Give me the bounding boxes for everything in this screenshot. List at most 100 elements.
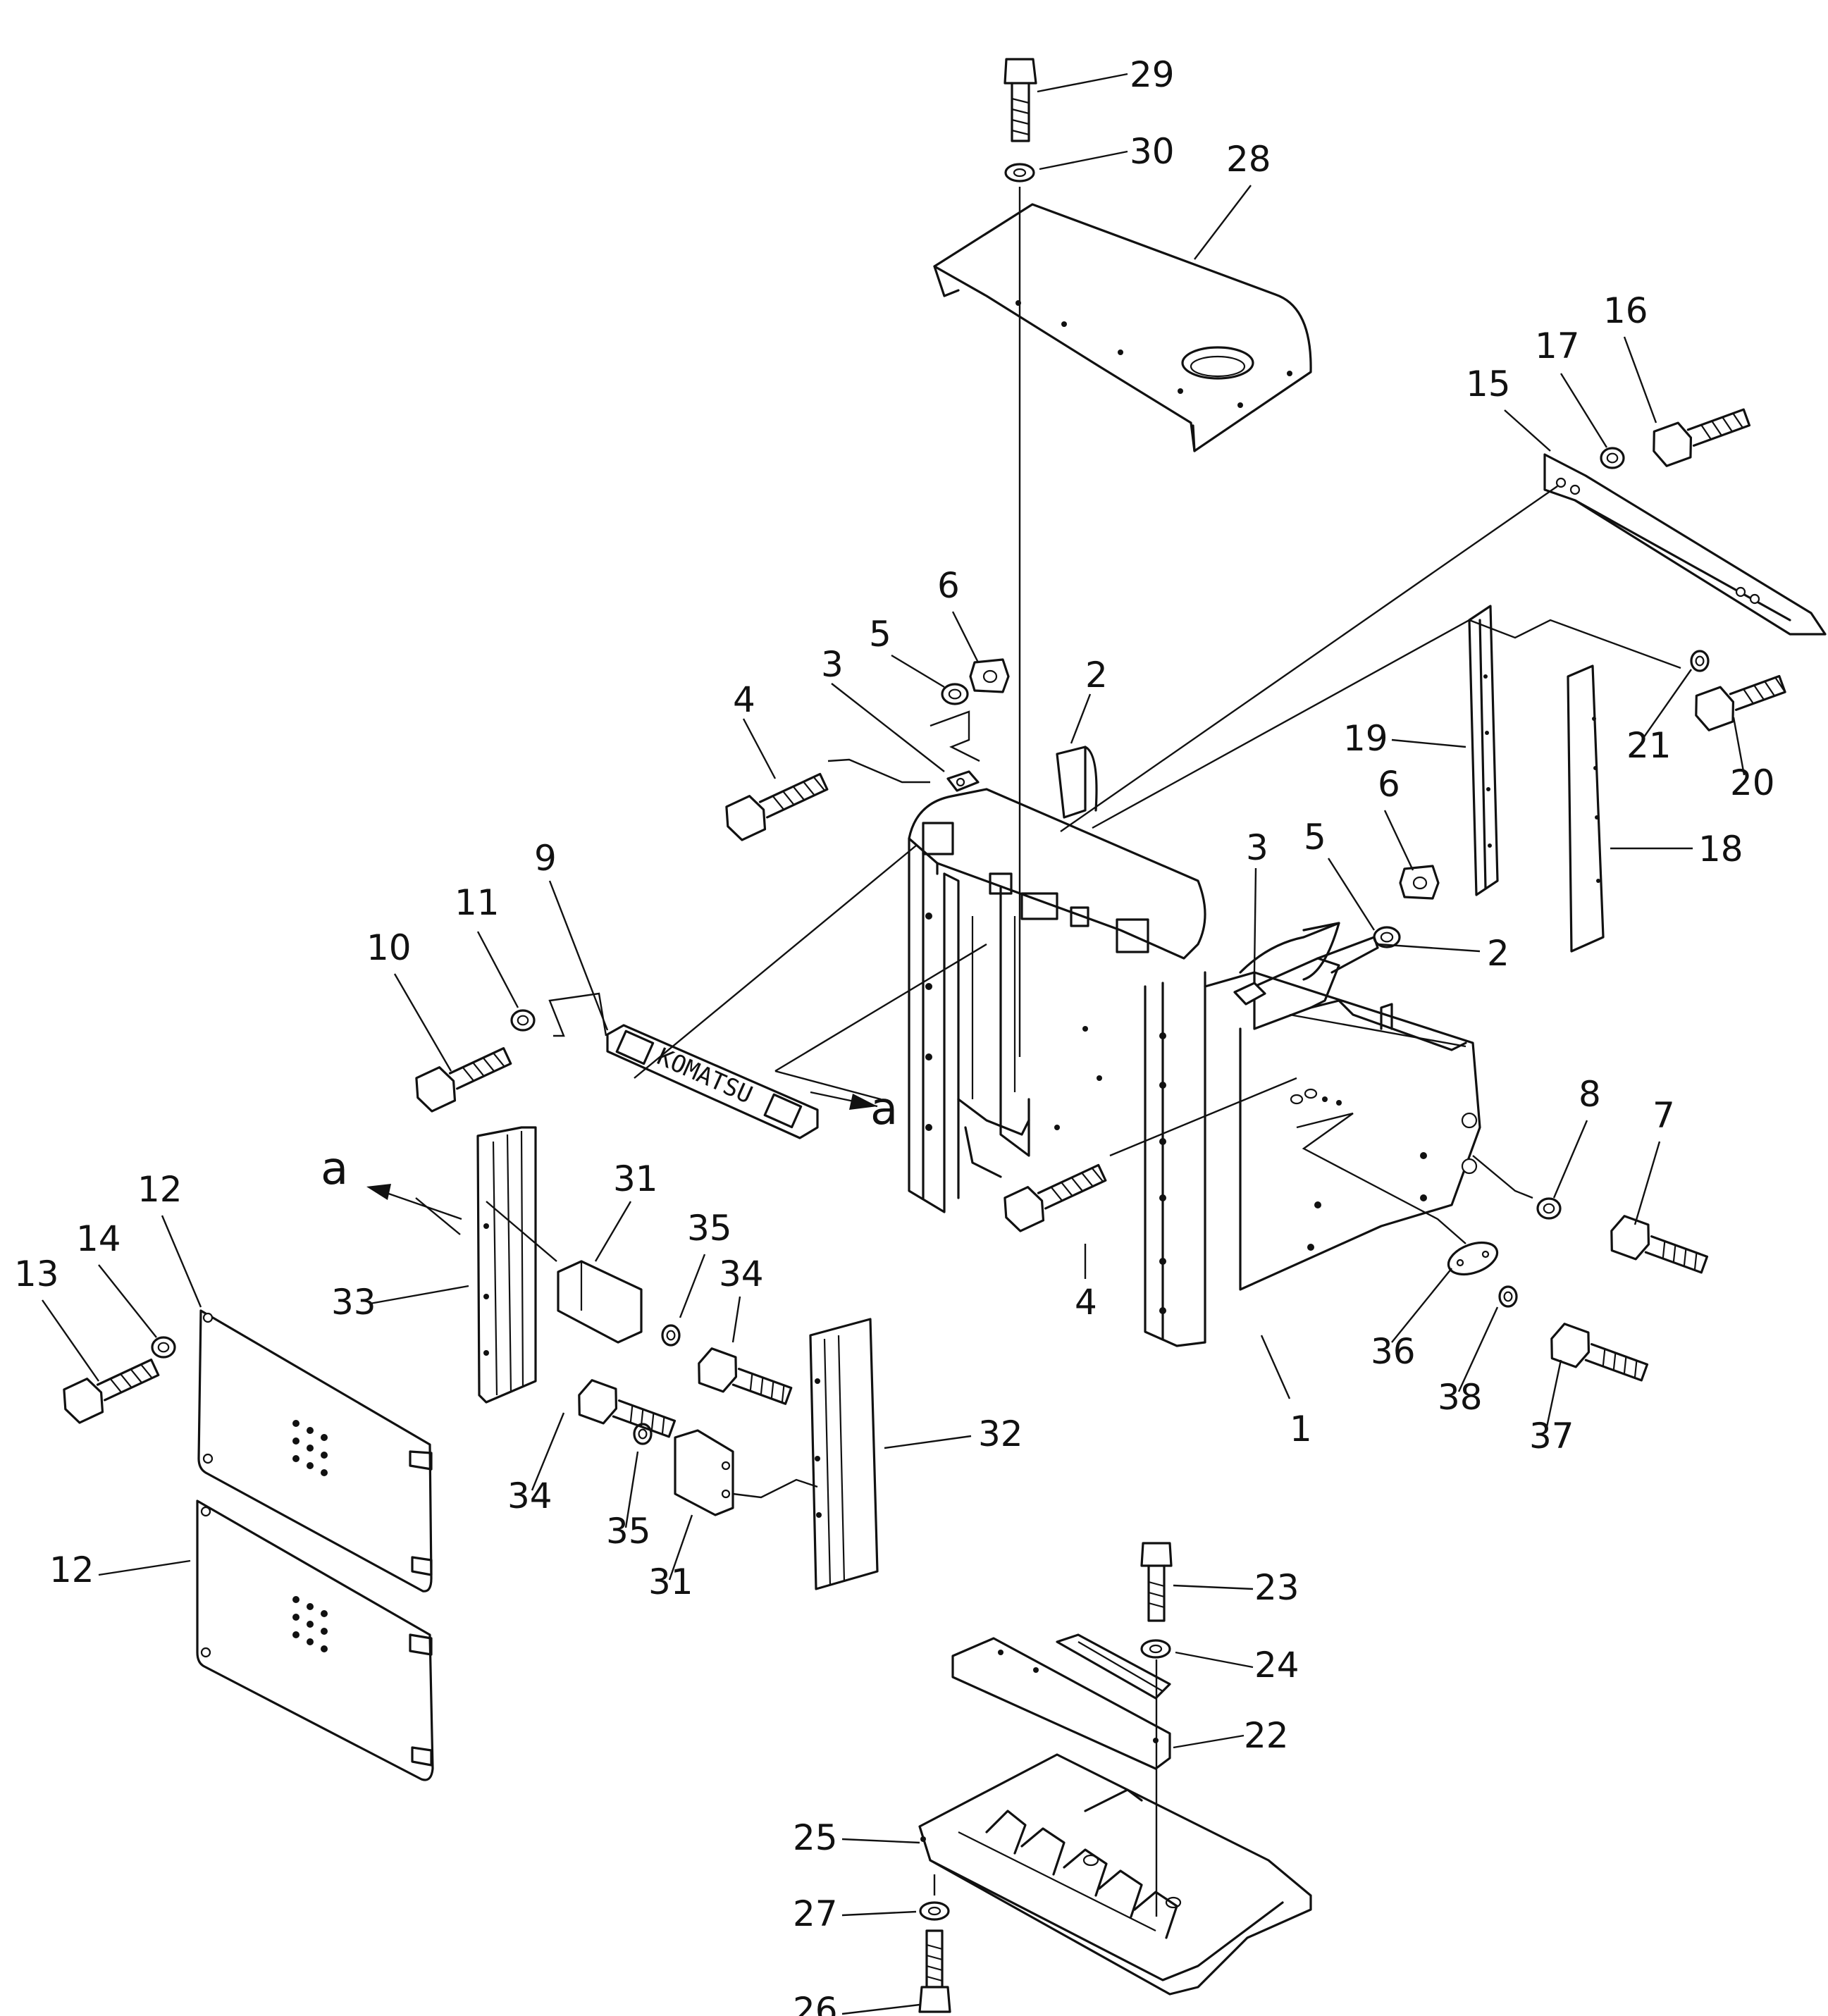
washer <box>1498 1285 1518 1308</box>
callout-number: 31 <box>648 1562 693 1602</box>
washer <box>661 1324 681 1347</box>
cover-plate <box>1447 1241 1499 1276</box>
callout-number: 16 <box>1603 290 1648 331</box>
callout-number: 35 <box>606 1511 651 1552</box>
washer <box>941 683 969 705</box>
block-3-lower <box>1233 982 1266 1006</box>
view-marker: a <box>870 1083 898 1135</box>
callout-number: 13 <box>14 1254 59 1294</box>
callout-leader <box>1037 73 1128 93</box>
callout-number: 5 <box>1304 817 1326 858</box>
callout-leader <box>98 1264 157 1338</box>
callout-leader <box>1634 1141 1661 1225</box>
callout-number: 38 <box>1438 1377 1483 1418</box>
callout-number: 5 <box>869 614 891 655</box>
callout-leader <box>531 1412 565 1491</box>
callout-number: 32 <box>978 1414 1023 1454</box>
callout-number: 30 <box>1130 131 1175 172</box>
access-panel-lower <box>196 1499 434 1781</box>
callout-leader <box>841 1838 920 1844</box>
callout-leader <box>1391 1268 1452 1343</box>
washer <box>1373 926 1401 948</box>
hex-bolt <box>1653 408 1751 467</box>
callout-leader <box>98 1559 191 1576</box>
assembly-lines <box>415 486 1681 1499</box>
washer <box>1536 1197 1562 1220</box>
callout-number: 14 <box>76 1218 121 1259</box>
bolt-29 <box>1003 58 1037 142</box>
vent-dots-upper <box>292 1420 328 1476</box>
callout-leader <box>831 683 945 772</box>
rail-15 <box>1543 453 1827 636</box>
strip-32 <box>809 1318 879 1590</box>
callout-number: 2 <box>1085 655 1108 695</box>
callout-leader <box>369 1285 469 1305</box>
callout-number: 34 <box>719 1254 764 1294</box>
washer <box>1600 447 1625 469</box>
bracket-31-lower <box>674 1429 734 1516</box>
callout-leader <box>1504 409 1551 452</box>
callout-leader <box>891 654 945 688</box>
callout-number: 34 <box>507 1476 552 1516</box>
callout-number: 4 <box>1075 1282 1097 1323</box>
callout-leader <box>1173 1584 1254 1590</box>
callout-leader <box>1623 336 1657 423</box>
base-tray-25 <box>918 1753 1312 1996</box>
callout-number: 12 <box>137 1169 183 1210</box>
callout-number: 6 <box>937 565 960 606</box>
bolt-23 <box>1140 1542 1173 1622</box>
name-plate: KOMATSU <box>606 1024 819 1139</box>
callout-number: 20 <box>1730 762 1775 803</box>
callout-number: 21 <box>1626 725 1672 766</box>
callout-leader <box>548 880 609 1031</box>
callout-number: 17 <box>1535 326 1580 366</box>
callout-number: 4 <box>733 679 755 720</box>
callout-leader <box>742 718 777 779</box>
callout-number: 11 <box>455 882 500 923</box>
washer <box>633 1423 653 1445</box>
callout-number: 10 <box>366 927 412 968</box>
washer-27 <box>919 1901 950 1921</box>
callout-number: 9 <box>534 838 557 879</box>
block-3-upper <box>946 770 980 792</box>
callout-number: 36 <box>1371 1331 1416 1372</box>
callout-leader <box>1253 867 1257 973</box>
callout-leader <box>1641 669 1692 741</box>
callout-leader <box>731 1296 741 1343</box>
washer <box>1690 650 1710 672</box>
callout-number: 12 <box>49 1550 94 1590</box>
callout-leader <box>1327 858 1376 931</box>
view-arrows: a a <box>321 1083 898 1220</box>
callout-leader <box>476 931 519 1008</box>
strip-19 <box>1468 605 1499 896</box>
callout-leader <box>1039 150 1128 171</box>
callout-number: 31 <box>613 1158 658 1199</box>
washer-24 <box>1140 1639 1171 1659</box>
callout-number: 29 <box>1130 54 1175 95</box>
callout-leader <box>42 1299 99 1382</box>
hex-bolt <box>63 1359 160 1424</box>
bracket-31-upper <box>557 1260 643 1344</box>
hex-bolt <box>1695 674 1786 731</box>
plate-22 <box>951 1633 1171 1770</box>
callout-leader <box>1391 738 1466 748</box>
callout-leader <box>679 1254 706 1318</box>
callout-number: 3 <box>1246 827 1268 868</box>
bracket-2-upper <box>1056 746 1098 819</box>
callout-leader <box>884 1435 972 1449</box>
callout-number: 15 <box>1466 364 1511 404</box>
vent-dots-lower <box>292 1596 328 1652</box>
callout-leader <box>841 1910 917 1917</box>
main-frame <box>908 788 1481 1347</box>
view-marker: a <box>321 1143 348 1195</box>
callout-leader <box>951 611 980 663</box>
callout-leader <box>1070 693 1092 744</box>
hex-bolt <box>578 1379 677 1438</box>
washer <box>510 1009 536 1032</box>
callout-leader <box>1383 810 1414 871</box>
hex-nut <box>1399 865 1440 900</box>
callout-number: 6 <box>1378 764 1400 805</box>
callout-leader <box>1175 1651 1254 1669</box>
callout-number: 3 <box>821 644 844 685</box>
